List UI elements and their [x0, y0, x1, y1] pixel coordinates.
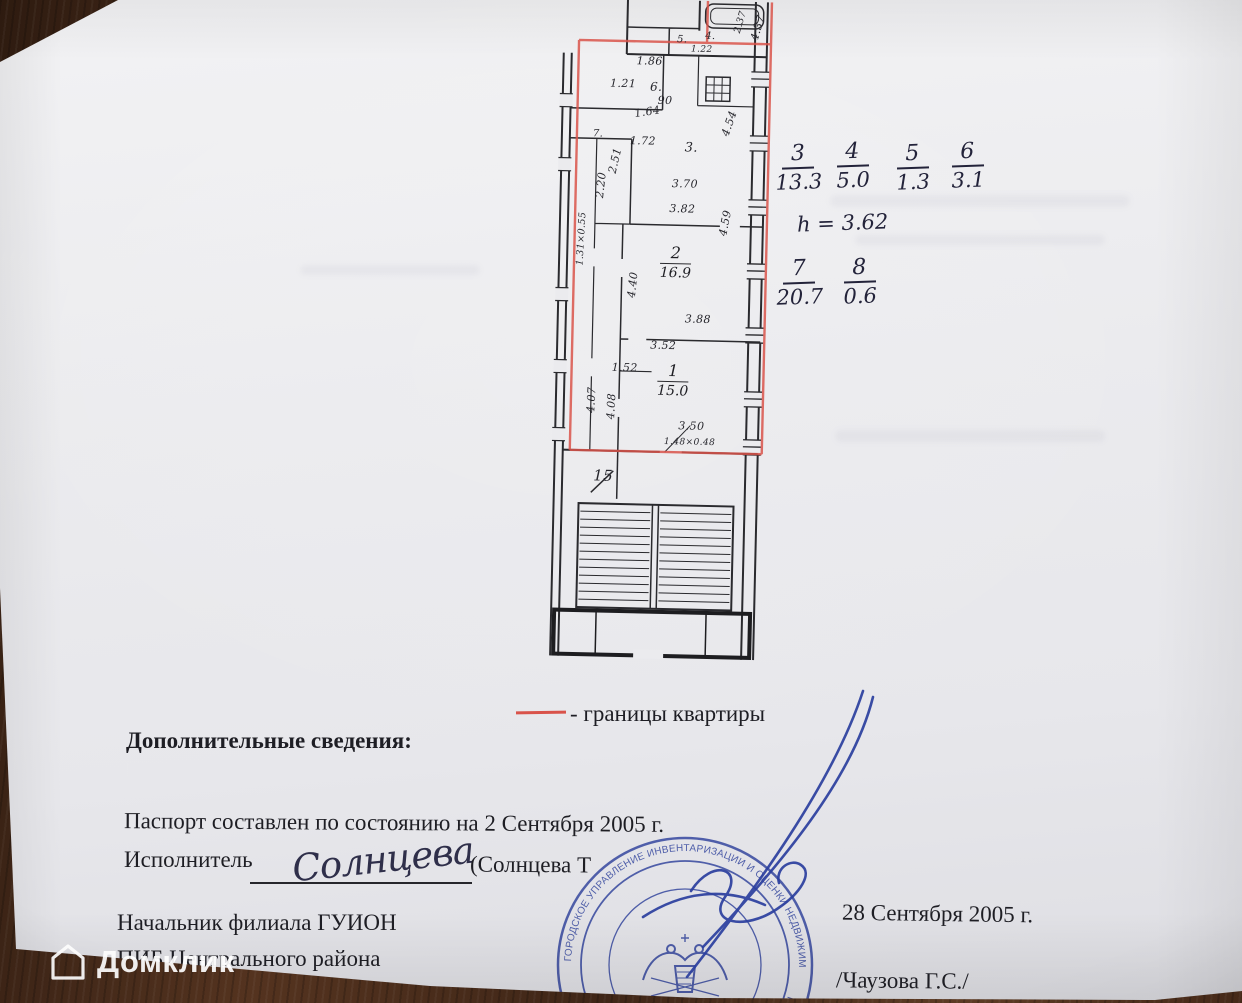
fraction-numerator: 6	[950, 138, 984, 168]
signature-blank-line	[250, 882, 472, 884]
hand-fraction-4: 4 5.0	[835, 138, 871, 193]
room-number: 1	[657, 360, 689, 383]
dim-label: 3.52	[650, 338, 677, 353]
hand-fraction-5: 5 1.3	[895, 140, 931, 195]
bleed-mark	[855, 235, 1105, 245]
room-label-1: 1 15.0	[656, 360, 689, 400]
dim-label: 1.21	[609, 76, 637, 91]
room-area: 15.0	[656, 382, 689, 400]
hand-fraction-3: 3 13.3	[774, 140, 823, 195]
room-label-2: 2 16.9	[659, 242, 692, 282]
fraction-numerator: 4	[835, 138, 869, 168]
fraction-denominator: 1.3	[896, 169, 931, 195]
fraction-denominator: 20.7	[776, 284, 824, 310]
domclick-house-icon	[51, 944, 85, 980]
bleed-mark	[300, 265, 480, 275]
dim-label: 1.86	[636, 54, 663, 68]
dim-label: 1.22	[690, 44, 713, 55]
chief-title-line1: Начальник филиала ГУИОН	[117, 910, 397, 935]
fraction-numerator: 8	[842, 254, 876, 284]
dim-label: 4.07	[584, 386, 599, 414]
pen-signature-strokes	[641, 689, 875, 979]
dim-label: 3.88	[684, 312, 712, 327]
hand-fraction-8: 8 0.6	[842, 254, 878, 309]
fraction-numerator: 7	[782, 255, 816, 285]
additional-info-heading: Дополнительные сведения:	[126, 728, 412, 753]
bleed-mark	[835, 430, 1105, 442]
dim-label: 1.48×0.48	[663, 436, 716, 449]
room-area: 16.9	[659, 264, 692, 282]
domclick-watermark: Домклик	[50, 942, 235, 982]
room-area-6: 90	[657, 93, 673, 108]
dim-label: 1.72	[629, 134, 657, 148]
fraction-numerator: 5	[895, 140, 929, 170]
official-stamp: ГОРОДСКОЕ УПРАВЛЕНИЕ ИНВЕНТАРИЗАЦИИ И ОЦ…	[535, 828, 814, 1000]
entrance-label: 15	[592, 466, 614, 485]
legend-label: - границы квартиры	[570, 701, 766, 726]
stamp-emblem	[642, 934, 728, 1000]
watermark-label: Домклик	[97, 944, 235, 979]
room-label-5: 5.	[676, 34, 688, 46]
dim-label: 4.08	[603, 392, 619, 420]
floor-plan: 1.86 1.21 1.64 1.72 3.70 3.82 2.51 2.20 …	[525, 0, 800, 673]
room-label-4: 4.	[705, 30, 716, 43]
room-label-3: 3.	[684, 140, 699, 156]
floorplan-drawing	[549, 0, 774, 661]
fraction-denominator: 0.6	[843, 283, 878, 309]
executor-label: Исполнитель	[124, 847, 253, 872]
dim-label: 3.50	[678, 419, 705, 433]
dim-label: 3.70	[671, 177, 699, 191]
bleed-mark	[830, 195, 1130, 207]
hand-fraction-7: 7 20.7	[775, 255, 824, 310]
fraction-numerator: 3	[781, 140, 815, 170]
ceiling-height-note: h = 3.62	[796, 209, 889, 237]
dim-label: 1.52	[611, 360, 638, 375]
fraction-denominator: 13.3	[775, 169, 823, 195]
room-label-6: 6.	[649, 79, 663, 94]
dim-label: 3.82	[669, 202, 696, 216]
room-label-7: 7.	[592, 128, 604, 140]
hand-fraction-6: 6 3.1	[950, 138, 986, 193]
fraction-denominator: 3.1	[951, 167, 986, 193]
room-number: 2	[660, 242, 692, 265]
apartment-boundary-line	[568, 0, 774, 456]
fraction-denominator: 5.0	[836, 167, 871, 193]
